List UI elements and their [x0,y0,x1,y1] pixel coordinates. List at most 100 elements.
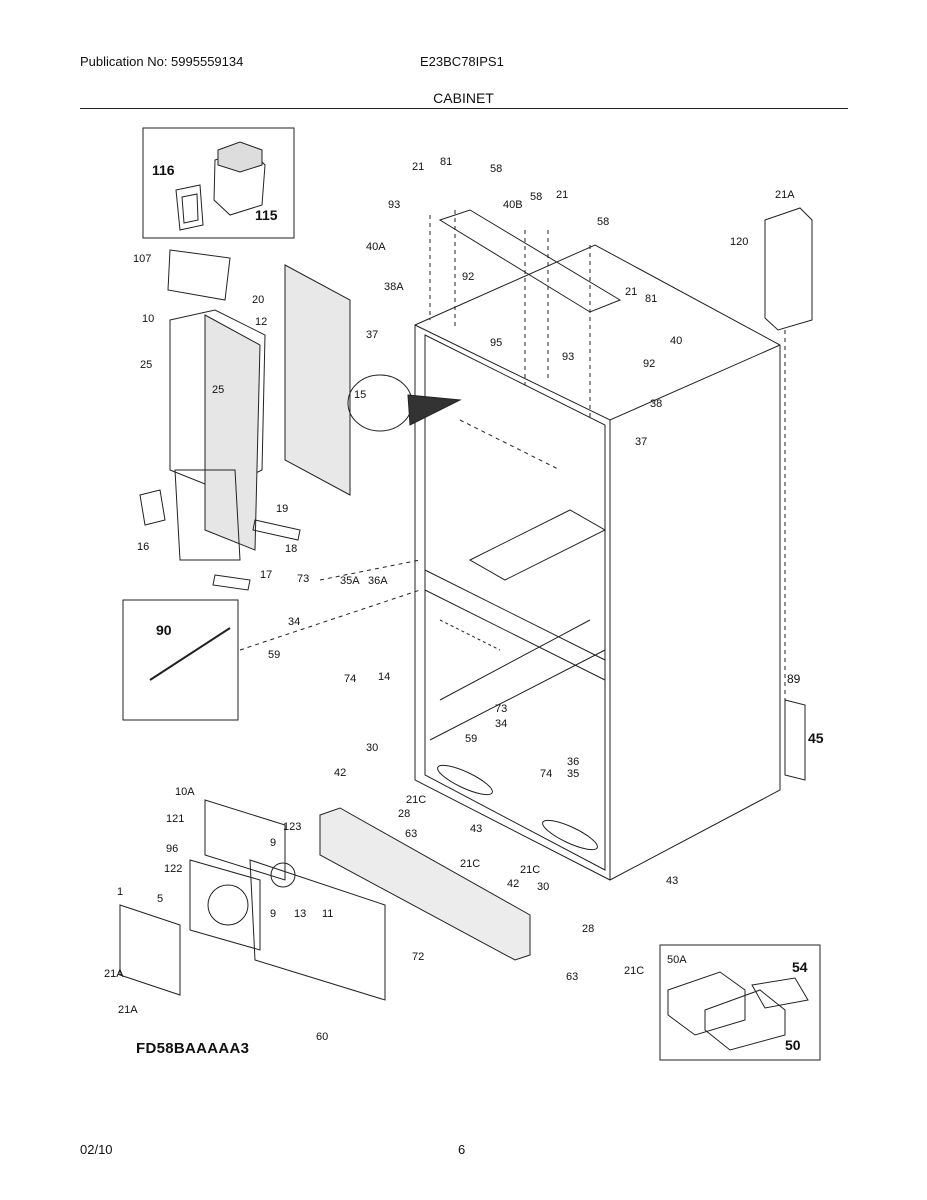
wire-harness-90 [149,627,231,681]
fan-assembly [119,799,386,1001]
callout-13: 13 [294,908,306,920]
callout-35A: 35A [340,575,360,587]
callout-43-b: 43 [666,875,678,887]
callout-1: 1 [117,886,123,898]
callout-58-a: 58 [490,163,502,175]
callout-21-c: 21 [625,286,637,298]
callout-5: 5 [157,893,163,905]
callout-10A: 10A [175,786,195,798]
callout-38A: 38A [384,281,404,293]
callout-58-c: 58 [597,216,609,228]
callout-120: 120 [730,236,748,248]
callout-73-b: 73 [495,703,507,715]
callout-37-b: 37 [635,436,647,448]
callout-21A-top: 21A [775,189,795,201]
callout-95: 95 [490,337,502,349]
callout-121: 121 [166,813,184,825]
callout-15: 15 [354,389,366,401]
callout-17: 17 [260,569,272,581]
callout-34-a: 34 [288,616,300,628]
callout-58-b: 58 [530,191,542,203]
callout-34-b: 34 [495,718,507,730]
callout-20: 20 [252,294,264,306]
callout-16: 16 [137,541,149,553]
callout-43-a: 43 [470,823,482,835]
callout-30-a: 30 [366,742,378,754]
callout-60: 60 [316,1031,328,1043]
callout-11: 11 [322,908,333,920]
callout-37-a: 37 [366,329,378,341]
cover-54 [751,977,809,1009]
diagram-code: FD58BAAAAA3 [136,1040,250,1057]
callout-74-b: 74 [540,768,552,780]
callout-19: 19 [276,503,288,515]
callout-92-a: 92 [462,271,474,283]
footer-page-number: 6 [458,1142,466,1157]
callout-30-b: 30 [537,881,549,893]
section-title: CABINET [433,90,494,106]
callout-63-a: 63 [405,828,417,840]
detail-bubble-pointer [407,394,462,426]
callout-74-a: 74 [344,673,356,685]
callout-122: 122 [164,863,182,875]
callout-40B: 40B [503,199,523,211]
inset-box-116-115 [142,127,295,239]
callout-115: 115 [255,207,278,223]
evaporator-housing [139,249,351,591]
callout-107: 107 [133,253,151,265]
callout-21C-d: 21C [624,965,644,977]
inset-box-90 [122,599,239,721]
assembly-leader-lines [239,210,786,700]
callout-25-b: 25 [212,384,224,396]
callout-90: 90 [156,622,172,638]
callout-54: 54 [792,959,808,975]
callout-25-a: 25 [140,359,152,371]
callout-10: 10 [142,313,154,325]
callout-36A: 36A [368,575,388,587]
callout-93-a: 93 [388,199,400,211]
callout-21A-b: 21A [104,968,124,980]
callout-116: 116 [152,162,175,178]
callout-45: 45 [808,730,824,746]
detail-bubble-15 [347,374,413,432]
model-number: E23BC78IPS1 [420,54,504,69]
kick-plate-72 [319,807,531,961]
control-panel-120 [764,207,813,331]
callout-96: 96 [166,843,178,855]
callout-72: 72 [412,951,424,963]
callout-21-b: 21 [556,189,568,201]
footer-date: 02/10 [80,1142,113,1157]
top-hinge-rail [438,209,622,313]
callout-81-a: 81 [440,156,452,168]
callout-9-b: 9 [270,908,276,920]
callout-59-b: 59 [465,733,477,745]
callout-21C-b: 21C [460,858,480,870]
callout-92-b: 92 [643,358,655,370]
callout-21-a: 21 [412,161,424,173]
bin-50A [667,971,746,1036]
bracket-89 [784,699,806,781]
callout-36: 36 [567,756,579,768]
bin-50 [704,989,786,1051]
callout-12: 12 [255,316,267,328]
callout-35: 35 [567,768,579,780]
callout-9-a: 9 [270,837,276,849]
callout-42-b: 42 [507,878,519,890]
publication-number: Publication No: 5995559134 [80,54,244,69]
callout-21A-c: 21A [118,1004,138,1016]
callout-38: 38 [650,398,662,410]
filter-part-drawing [175,141,266,231]
callout-123: 123 [283,821,301,833]
callout-93-b: 93 [562,351,574,363]
callout-89: 89 [787,672,801,686]
callout-40: 40 [670,335,682,347]
callout-50A: 50A [667,954,687,966]
inset-box-50 [659,944,821,1061]
callout-63-b: 63 [566,971,578,983]
callout-59-a: 59 [268,649,280,661]
callout-81-b: 81 [645,293,657,305]
callout-21C-c: 21C [520,864,540,876]
callout-42-a: 42 [334,767,346,779]
callout-21C-a: 21C [406,794,426,806]
